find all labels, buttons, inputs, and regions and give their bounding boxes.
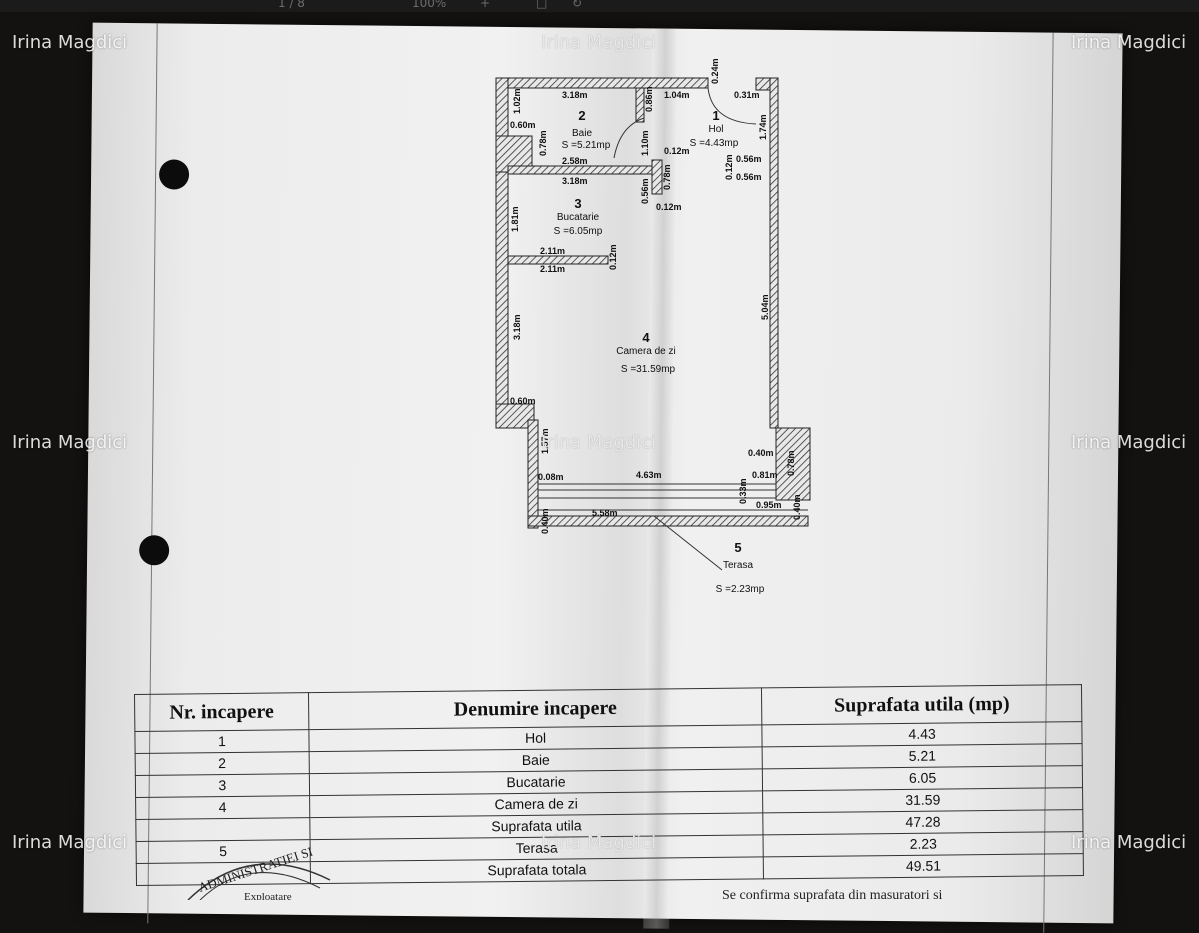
room-1-name: Hol [708,124,723,135]
room-4-area: S =31.59mp [621,364,676,375]
room-3-name: Bucatarie [557,212,600,223]
room-2-area: S =5.21mp [562,140,611,151]
floor-plan: 1 Hol S =4.43mp 2 Baie S =5.21mp 3 Bucat… [187,58,811,900]
dimension-label: 0.60m [510,120,536,130]
cell-name: Suprafata totala [310,856,764,884]
cell-area: 49.51 [763,853,1084,879]
wall-kitchen-living [507,255,609,265]
dimension-label: 1.57m [540,428,550,454]
dimension-label: 0.12m [656,202,682,212]
walls [495,77,811,529]
dimension-label: 0.95m [756,500,782,510]
dimension-label: 0.33m [738,478,748,504]
column-header-nr: Nr. incapere [134,692,309,732]
cell-nr: 3 [135,773,310,798]
zoom-level[interactable]: 100% [412,0,447,10]
dimension-label: 0.31m [734,90,760,100]
viewer-toolbar: 1 / 8 100% + □ ↻ [0,0,1199,12]
cell-nr: 4 [135,795,310,820]
dimension-label: 0.78m [538,130,548,156]
dimension-label: 3.18m [512,314,522,340]
dimension-label: 2.58m [562,156,588,166]
wall-right-lower [775,427,811,501]
area-table: Nr. incapere Denumire incapere Suprafata… [134,684,1084,886]
confirmation-note: Se confirma suprafata din masuratori si [722,888,943,903]
official-stamp [187,863,331,900]
dimension-label: 0.12m [664,146,690,156]
wall-right [769,77,779,429]
dimension-label: 0.56m [736,154,762,164]
dimension-label: 5.04m [760,294,770,320]
dimension-label: 1.02m [512,88,522,114]
room-4-number: 4 [642,330,650,345]
cell-nr [136,861,311,886]
dimension-label: 2.11m [540,246,565,256]
dimension-label: 2.11m [540,264,565,274]
dimension-label: 0.56m [640,178,650,204]
page-indicator: 1 / 8 [278,0,305,10]
dimension-label: 0.56m [736,172,762,182]
room-5-area: S =2.23mp [716,584,765,595]
room-5-number: 5 [734,540,741,555]
watermark-text: Irina Magdici [1071,32,1187,53]
dimension-label: 0.78m [786,450,796,476]
watermark-text: Irina Magdici [12,432,128,453]
wall-hol-stub [651,159,663,195]
room-5-name: Terasa [723,560,753,571]
watermark-text: Irina Magdici [541,432,657,453]
dimension-label: 1.81m [510,206,520,232]
dimension-label: 0.40m [540,508,550,534]
dimension-label: 5.58m [592,508,618,518]
dimension-label: 0.86m [644,86,654,112]
room-1-number: 1 [712,108,719,123]
room-3-area: S =6.05mp [554,226,603,237]
wall-left-lower [527,419,539,529]
dimension-label: 1.04m [664,90,690,100]
door-swing-bath [613,117,645,159]
watermark-text: Irina Magdici [12,832,128,853]
dimension-label: 0.78m [662,164,672,190]
wall-top [495,77,709,89]
wall-left [495,77,509,423]
dimension-label: 0.12m [724,154,734,180]
dimension-label: 1.74m [758,114,768,140]
wall-bottom [527,515,809,527]
wall-bath-hol [635,87,645,123]
dimension-label: 0.60m [510,396,536,406]
cell-nr: 2 [135,751,310,776]
room-4-name: Camera de zi [616,346,675,357]
terrace-lines [538,87,808,571]
column-header-area: Suprafata utila (mp) [761,684,1082,725]
dimension-label: 0.12m [608,244,618,270]
dimension-label: 0.40m [748,448,774,458]
cell-nr [135,817,310,842]
dimension-label: 0.40m [792,494,802,520]
terrace-leader-line [653,515,723,571]
cell-nr: 5 [136,839,311,864]
rotate-icon[interactable]: ↻ [572,0,583,10]
dimension-label: 4.63m [636,470,662,480]
room-1-area: S =4.43mp [690,138,739,149]
watermark-text: Irina Magdici [1071,432,1187,453]
dimension-label: 1.10m [640,130,650,156]
watermark-text: Irina Magdici [12,32,128,53]
wall-bath-kitchen [507,165,659,175]
dimension-label: 0.81m [752,470,778,480]
door-swing-entry [707,87,757,125]
column-header-name: Denumire incapere [308,687,763,730]
watermark-text: Irina Magdici [1071,832,1187,853]
dimension-label: 0.08m [538,472,564,482]
dimension-label: 3.18m [562,90,588,100]
cell-nr: 1 [134,729,309,754]
watermark-text: Irina Magdici [541,832,657,853]
room-3-number: 3 [574,196,581,211]
dimension-label: 0.24m [710,58,720,84]
save-icon[interactable]: □ [536,0,548,10]
zoom-in-button[interactable]: + [480,0,491,10]
room-2-name: Baie [572,128,592,139]
dimension-label: 3.18m [562,176,588,186]
room-2-number: 2 [578,108,585,123]
watermark-text: Irina Magdici [541,32,657,53]
